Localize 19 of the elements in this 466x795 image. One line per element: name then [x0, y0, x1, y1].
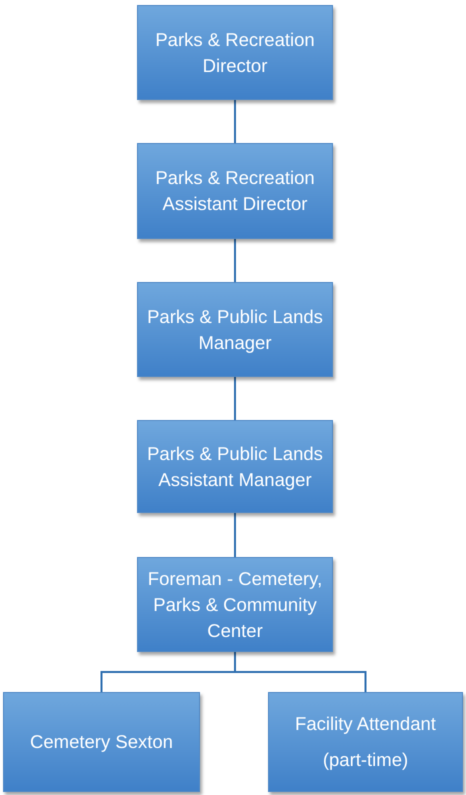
position-box — [137, 420, 333, 513]
connector-line — [234, 652, 366, 692]
position-title: Foreman - Cemetery, Parks & Community Center — [146, 566, 324, 642]
position-title: Parks & Public Lands Manager — [146, 304, 324, 355]
position-title: Parks & Recreation Assistant Director — [154, 166, 316, 216]
connector-line — [234, 377, 236, 420]
position-box — [137, 143, 333, 239]
position-box — [137, 557, 333, 652]
connector-line — [234, 239, 236, 282]
position-box — [137, 282, 333, 377]
position-box — [137, 5, 333, 100]
position-box — [268, 692, 463, 792]
position-title: Cemetery Sexton — [30, 730, 173, 754]
position-box — [3, 692, 200, 792]
position-title: Parks & Public Lands Assistant Manager — [146, 442, 324, 492]
position-title: Facility Attendant (part-time) — [294, 712, 437, 772]
connector-line — [234, 513, 236, 557]
connector-line — [234, 100, 236, 143]
position-title: Parks & Recreation Director — [154, 28, 316, 78]
